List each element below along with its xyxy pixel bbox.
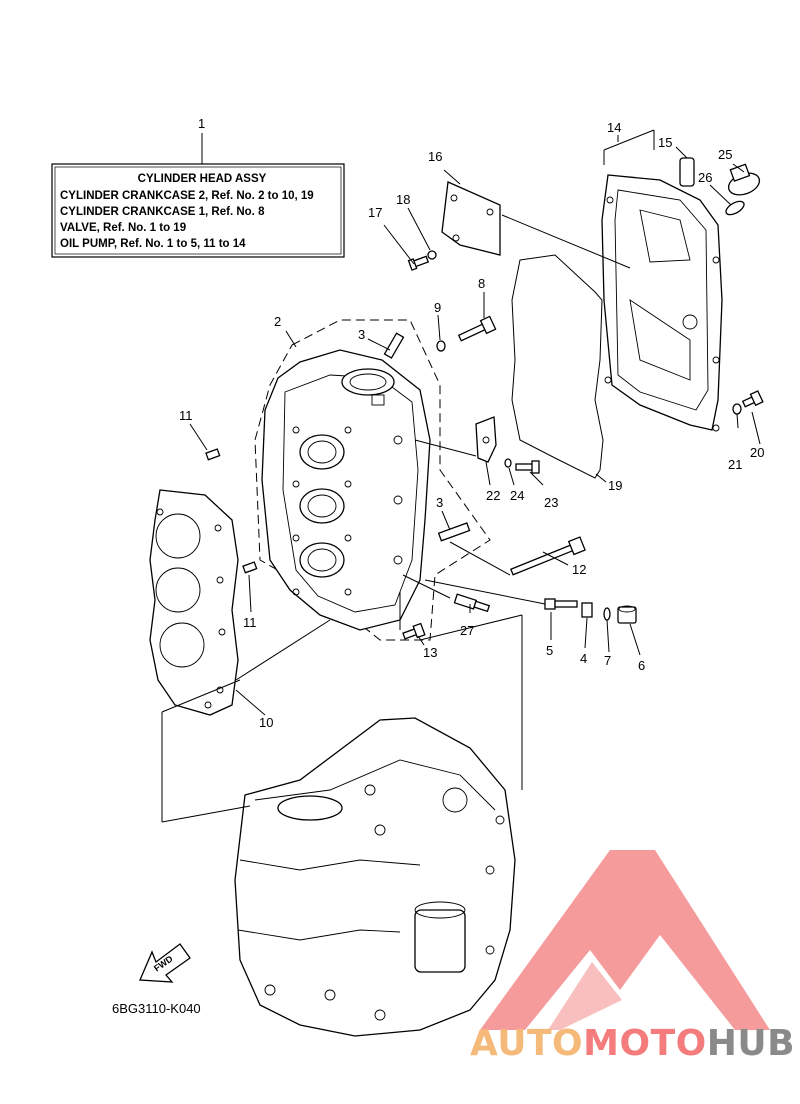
callout-18: 18 — [396, 192, 410, 207]
watermark-wordmark: AUTOMOTOHUB — [470, 1023, 795, 1064]
cylinder-head-group-outline — [254, 319, 491, 641]
head-cover — [601, 174, 723, 432]
callout-7: 7 — [604, 653, 611, 668]
callout-10: 10 — [259, 715, 273, 730]
callout-9: 9 — [434, 300, 441, 315]
small-parts — [205, 157, 764, 640]
fwd-arrow: FWD — [139, 943, 191, 983]
callout-27: 27 — [460, 623, 474, 638]
callout-25: 25 — [718, 147, 732, 162]
callout-12: 12 — [572, 562, 586, 577]
leader-lines — [161, 129, 761, 823]
svg-text:AUTOMOTOHUB: AUTOMOTOHUB — [470, 1023, 795, 1064]
assembly-line-4: OIL PUMP, Ref. No. 1 to 5, 11 to 14 — [60, 238, 246, 250]
callout-13: 13 — [423, 645, 437, 660]
watermark-part-2: MOTO — [583, 1023, 707, 1064]
callout-17: 17 — [368, 205, 382, 220]
callout-5: 5 — [546, 643, 553, 658]
callout-numbers: 1 2 3 3 4 5 6 7 8 9 10 11 11 12 13 14 15… — [179, 116, 764, 730]
callout-4: 4 — [580, 651, 587, 666]
crankcase-block — [234, 717, 516, 1037]
callout-3-lower: 3 — [436, 495, 443, 510]
callout-6: 6 — [638, 658, 645, 673]
callout-14: 14 — [607, 120, 621, 135]
callout-15: 15 — [658, 135, 672, 150]
callout-11-lower: 11 — [243, 615, 257, 630]
callout-24: 24 — [510, 488, 524, 503]
callout-22: 22 — [486, 488, 500, 503]
assembly-line-3: VALVE, Ref. No. 1 to 19 — [60, 222, 186, 234]
callout-21: 21 — [728, 457, 742, 472]
cover-gasket — [511, 254, 604, 479]
assembly-reference-box: CYLINDER HEAD ASSY CYLINDER CRANKCASE 2,… — [51, 133, 345, 258]
head-gasket — [149, 489, 239, 716]
callout-3-upper: 3 — [358, 327, 365, 342]
callout-23: 23 — [544, 495, 558, 510]
assembly-line-1: CYLINDER CRANKCASE 2, Ref. No. 2 to 10, … — [60, 190, 314, 202]
assembly-line-2: CYLINDER CRANKCASE 1, Ref. No. 8 — [60, 206, 265, 218]
callout-20: 20 — [750, 445, 764, 460]
cylinder-head — [261, 349, 431, 631]
callout-16: 16 — [428, 149, 442, 164]
callout-11-upper: 11 — [179, 408, 193, 423]
watermark-logo-mark — [480, 850, 770, 1030]
callout-2: 2 — [274, 314, 281, 329]
callout-1: 1 — [198, 116, 205, 131]
plate — [441, 181, 501, 256]
callout-8: 8 — [478, 276, 485, 291]
assembly-title: CYLINDER HEAD ASSY — [138, 173, 267, 185]
drawing-code: 6BG3110-K040 — [112, 1001, 201, 1016]
callout-26: 26 — [698, 170, 712, 185]
callout-19: 19 — [608, 478, 622, 493]
watermark-part-1: AUTO — [470, 1023, 583, 1064]
watermark-part-3: HUB — [707, 1023, 795, 1064]
